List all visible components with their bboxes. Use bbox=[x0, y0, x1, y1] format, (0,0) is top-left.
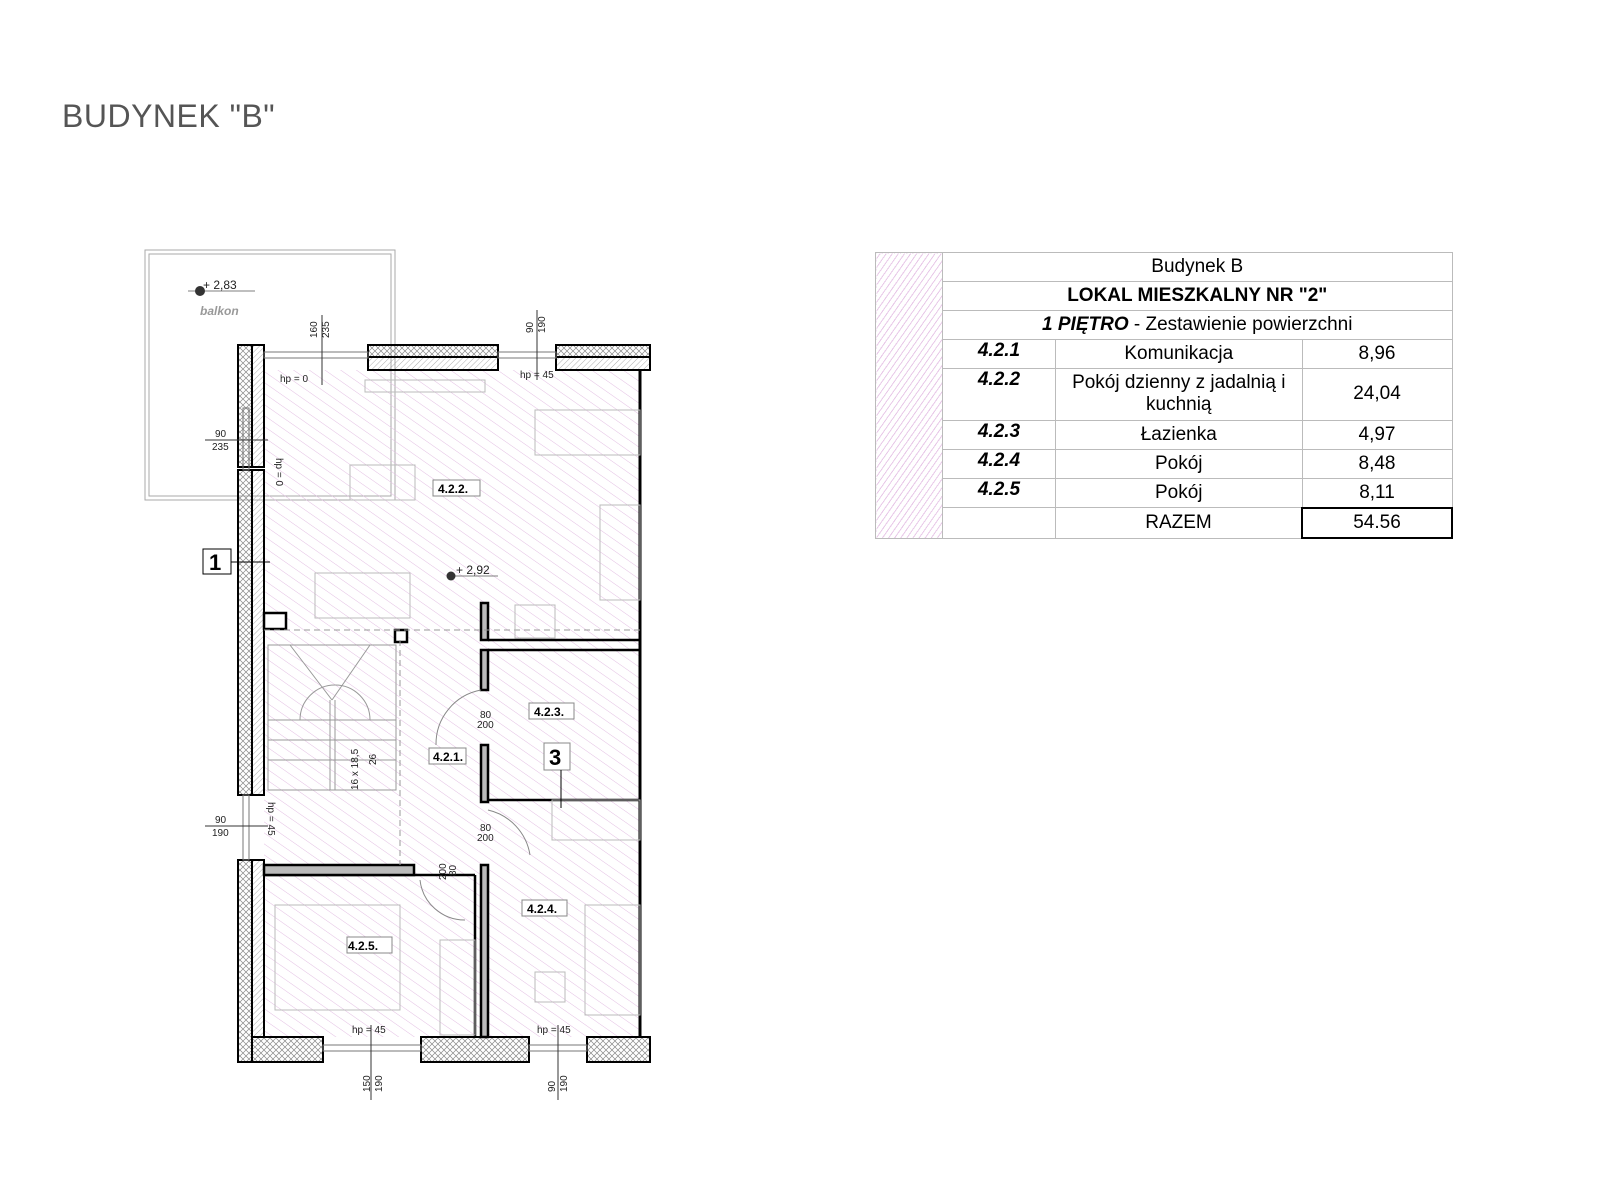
svg-text:hp = 45: hp = 45 bbox=[520, 370, 554, 381]
svg-text:190: 190 bbox=[212, 828, 229, 839]
svg-text:hp = 45: hp = 45 bbox=[352, 1025, 386, 1036]
doors bbox=[419, 689, 531, 921]
balcony-level: + 2,83 bbox=[203, 278, 237, 292]
svg-text:1: 1 bbox=[209, 550, 221, 575]
door-height: 200 bbox=[477, 720, 494, 731]
section-marker-3: 3 bbox=[543, 742, 571, 808]
floor-label: 1 PIĘTRO bbox=[1042, 313, 1129, 335]
svg-text:90: 90 bbox=[215, 815, 227, 826]
svg-text:hp = 45: hp = 45 bbox=[265, 802, 276, 836]
room-label-422: 4.2.2. bbox=[438, 482, 468, 496]
svg-text:hp = 45: hp = 45 bbox=[537, 1025, 571, 1036]
window-dimensions: 160 235 hp = 0 90 190 hp = 45 90 235 hp … bbox=[205, 310, 571, 1100]
building-name: Budynek B bbox=[942, 252, 1453, 282]
svg-text:235: 235 bbox=[212, 442, 229, 453]
svg-text:190: 190 bbox=[374, 1075, 385, 1092]
svg-text:hp = 0: hp = 0 bbox=[273, 458, 284, 487]
furniture bbox=[274, 379, 641, 1036]
door-height: 200 bbox=[438, 863, 449, 880]
floor-level: + 2,92 bbox=[456, 563, 490, 577]
total-label: RAZEM bbox=[1055, 507, 1303, 539]
svg-text:3: 3 bbox=[549, 745, 561, 770]
hatch-legend bbox=[875, 252, 943, 539]
svg-text:150: 150 bbox=[362, 1075, 373, 1092]
room-label-423: 4.2.3. bbox=[534, 705, 564, 719]
balcony-label: balkon bbox=[200, 304, 239, 318]
svg-text:hp = 0: hp = 0 bbox=[280, 374, 309, 385]
stairs-steps: 16 x 18,5 bbox=[350, 748, 361, 790]
exterior-walls bbox=[237, 344, 651, 1063]
section-marker-1: 1 bbox=[202, 548, 270, 575]
floor-area bbox=[264, 370, 640, 1037]
room-label-424: 4.2.4. bbox=[527, 902, 557, 916]
subtitle-text: - Zestawienie powierzchni bbox=[1128, 313, 1353, 335]
room-labels: 4.2.1. 4.2.2. 4.2.3. 4.2.4. 4.2.5. bbox=[346, 479, 575, 954]
level-marker-icon bbox=[446, 571, 456, 581]
svg-text:90: 90 bbox=[525, 321, 536, 333]
area-summary-table: Budynek B LOKAL MIESZKALNY NR "2" 1 PIĘT… bbox=[875, 252, 1453, 540]
windows bbox=[242, 351, 588, 1052]
stairs-tread: 26 bbox=[368, 753, 379, 765]
unit-title: LOKAL MIESZKALNY NR "2" bbox=[942, 280, 1453, 311]
page-title: BUDYNEK "B" bbox=[62, 98, 276, 134]
svg-text:90: 90 bbox=[215, 429, 227, 440]
svg-text:90: 90 bbox=[547, 1080, 558, 1092]
svg-text:190: 190 bbox=[559, 1075, 570, 1092]
staircase bbox=[264, 629, 640, 865]
room-label-421: 4.2.1. bbox=[433, 750, 463, 764]
door-width: 80 bbox=[480, 710, 492, 721]
door-width: 80 bbox=[448, 864, 459, 876]
room-label-425: 4.2.5. bbox=[348, 939, 378, 953]
door-height: 200 bbox=[477, 833, 494, 844]
level-marker-icon bbox=[195, 286, 205, 296]
svg-text:190: 190 bbox=[537, 316, 548, 333]
total-value: 54.56 bbox=[1301, 506, 1453, 540]
table-subtitle: 1 PIĘTRO - Zestawienie powierzchni bbox=[942, 309, 1453, 340]
door-width: 80 bbox=[480, 823, 492, 834]
svg-text:160: 160 bbox=[309, 321, 320, 338]
svg-text:235: 235 bbox=[321, 321, 332, 338]
